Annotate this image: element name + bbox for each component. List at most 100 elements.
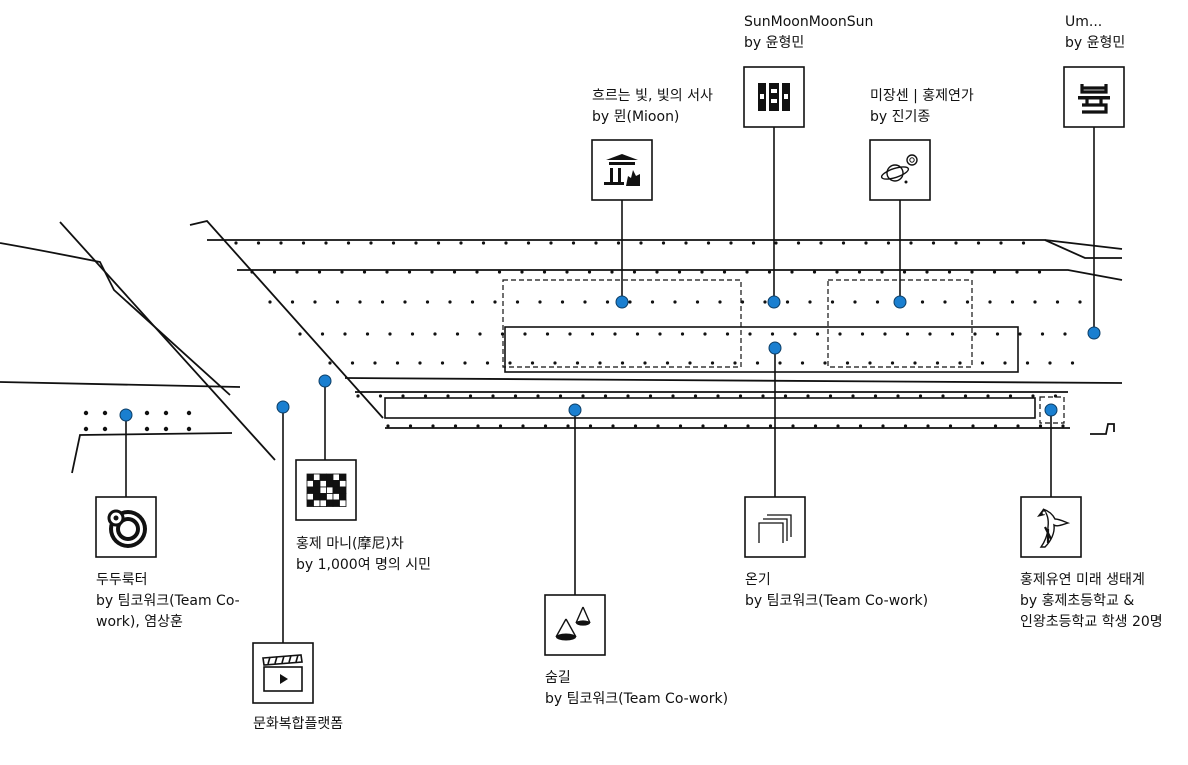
grid-dot [931, 241, 936, 245]
grid-dot [520, 270, 524, 274]
grid-dot [350, 361, 355, 365]
grid-dot [943, 300, 947, 304]
grid-dot [603, 394, 608, 398]
grid-dot [545, 332, 550, 336]
location-markers [119, 295, 1101, 422]
label-artist: by 뮌(Mioon) [592, 109, 680, 125]
grid-dot [521, 424, 525, 428]
label-title: 두두룩터 [96, 572, 148, 588]
grid-pattern-icon [306, 473, 347, 507]
grid-dot [950, 332, 955, 336]
location-marker-light[interactable] [615, 295, 629, 309]
label-title: SunMoonMoonSun [744, 14, 874, 30]
label-artist: work), 염상훈 [96, 614, 183, 630]
grid-dot [722, 270, 727, 274]
location-marker-eco[interactable] [1044, 403, 1058, 417]
grid-dot [391, 241, 396, 245]
grid-dot [841, 241, 846, 245]
grid-dot [905, 332, 910, 336]
grid-dot [83, 426, 89, 432]
grid-dot [812, 270, 817, 274]
grid-dot [491, 394, 495, 398]
grid-dot [553, 361, 557, 365]
grid-dot [793, 332, 797, 336]
breath-bar [384, 397, 1036, 419]
grid-dot [902, 270, 907, 274]
grid-dot [433, 332, 437, 336]
palace-icon [604, 154, 640, 186]
grid-dot [980, 361, 985, 365]
sunmoon-symbol-icon [758, 83, 790, 111]
grid-dot [470, 300, 475, 304]
grid-dot [716, 394, 720, 398]
label-title: 온기 [745, 572, 771, 588]
grid-dot [639, 241, 643, 245]
location-marker-dudu[interactable] [119, 408, 133, 422]
grid-dot [920, 300, 925, 304]
eco-icon-box [1020, 496, 1082, 558]
location-marker-money[interactable] [318, 374, 332, 388]
grid-dot [343, 332, 347, 336]
location-marker-sunmoon[interactable] [767, 295, 781, 309]
location-marker-breath[interactable] [568, 403, 582, 417]
grid-dot [693, 394, 698, 398]
grid-dot [317, 270, 322, 274]
zone-eco [1039, 396, 1065, 424]
grid-dot [791, 424, 795, 428]
grid-dot [680, 332, 685, 336]
grid-dot [695, 300, 700, 304]
label-warmth: 온기 by 팀코워크(Team Co-work) [745, 570, 928, 612]
grid-dot [594, 241, 598, 245]
grid-dot [346, 241, 351, 245]
label-dudu: 두두룩터 by 팀코워크(Team Co- work), 염상훈 [96, 570, 240, 633]
location-marker-um[interactable] [1087, 326, 1101, 340]
grid-dot [452, 270, 457, 274]
grid-dot [813, 424, 818, 428]
grid-dot [463, 361, 467, 365]
grid-dot [678, 424, 683, 428]
grid-dot [395, 361, 400, 365]
grid-dot [796, 241, 801, 245]
grid-dot [909, 241, 913, 245]
um-symbol-icon [1078, 84, 1110, 114]
grid-dot [778, 361, 782, 365]
grid-dot [857, 270, 862, 274]
label-artist: by 팀코워크(Team Co-work) [745, 593, 929, 609]
grid-dot [896, 394, 900, 398]
location-marker-mise[interactable] [893, 295, 907, 309]
grid-dot [407, 270, 412, 274]
grid-dot [632, 270, 637, 274]
grid-dot [543, 424, 548, 428]
grid-dot [835, 270, 839, 274]
mise-icon-box [869, 139, 931, 201]
grid-dot [838, 332, 842, 336]
grid-dot [658, 332, 662, 336]
grid-dot [819, 241, 823, 245]
label-eco: 홍제유연 미래 생태계 by 홍제초등학교 & 인왕초등학교 학생 20명 [1020, 570, 1163, 633]
grid-dot [526, 241, 531, 245]
grid-dot [643, 361, 647, 365]
grid-dot [418, 361, 422, 365]
grid-dot [767, 270, 772, 274]
grid-dot [935, 361, 940, 365]
grid-dot [815, 332, 820, 336]
grid-dot [290, 300, 295, 304]
grid-dot [340, 270, 344, 274]
location-marker-warmth[interactable] [768, 341, 782, 355]
grid-dot [635, 332, 640, 336]
grid-dot [864, 241, 868, 245]
grid-dot [958, 361, 962, 365]
grid-dot [414, 241, 418, 245]
sunmoon-icon-box [743, 66, 805, 128]
label-mise: 미장센 | 홍제연가 by 진기종 [870, 86, 974, 128]
label-artist: by 팀코워크(Team Co-work) [545, 691, 729, 707]
grid-dot [733, 361, 737, 365]
location-marker-platform[interactable] [276, 400, 290, 414]
grid-dot [256, 241, 261, 245]
grid-dot [498, 424, 503, 428]
grid-dot [373, 361, 377, 365]
label-artist: by 팀코워크(Team Co- [96, 593, 240, 609]
inner-bars [384, 326, 1036, 419]
grid-dot [1061, 424, 1065, 428]
